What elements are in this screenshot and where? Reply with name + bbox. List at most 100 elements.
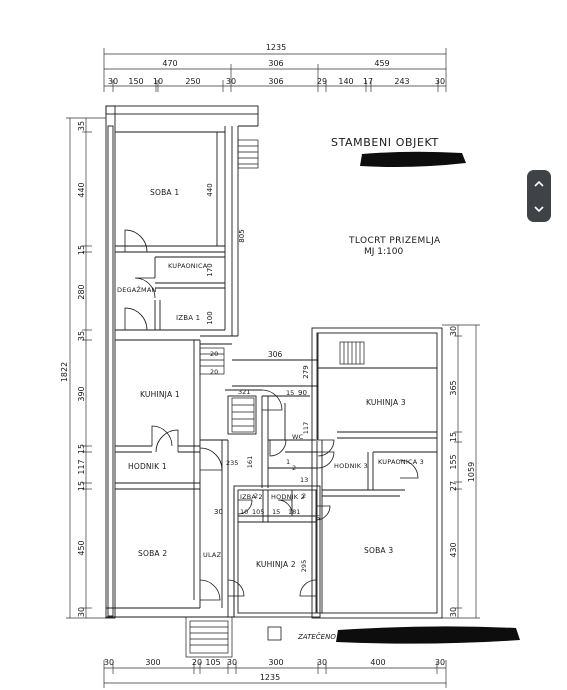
- dim-top-detail-1: 30: [108, 77, 118, 86]
- dim-top-total: 1235: [266, 43, 286, 52]
- dim-interior-30: 30: [214, 508, 223, 516]
- dim-interior-105: 105: [252, 508, 264, 516]
- dim-right-4: 155: [449, 454, 458, 469]
- dim-top-detail-11: 30: [435, 77, 445, 86]
- dim-interior-2a: 2: [254, 492, 258, 500]
- dim-top-detail-7: 29: [317, 77, 327, 86]
- dim-right-6: 430: [449, 542, 458, 557]
- legend-text: ZATEČENO: [297, 632, 336, 641]
- scroll-down-button[interactable]: [530, 199, 548, 219]
- dim-interior-805: 805: [238, 229, 246, 242]
- legend-redaction: [336, 626, 520, 644]
- room-label-soba1: SOBA 1: [150, 188, 179, 197]
- dim-right-5: 27: [449, 481, 458, 491]
- dim-bottom-7: 30: [317, 658, 327, 667]
- dim-interior-15: 15: [286, 389, 294, 397]
- room-label-soba2: SOBA 2: [138, 549, 167, 558]
- dim-left-7: 15: [77, 444, 86, 454]
- dim-left-2: 440: [77, 182, 86, 197]
- dim-left-3: 15: [77, 245, 86, 255]
- room-label-kupaonica: KUPAONICA: [168, 262, 208, 270]
- dim-left-1: 35: [77, 121, 86, 131]
- left-dimension-lines: [66, 117, 106, 619]
- bottom-dimension-lines: [103, 660, 447, 688]
- room-label-kuhinja2: KUHINJA 2: [256, 560, 296, 569]
- dim-interior-90: 90: [298, 389, 307, 397]
- room-label-hodnik1: HODNIK 1: [128, 462, 167, 471]
- dim-interior-20b: 20: [210, 368, 218, 376]
- dim-top-detail-3: 10: [153, 77, 163, 86]
- dim-top-detail-10: 243: [394, 77, 409, 86]
- dim-interior-295: 295: [300, 560, 308, 572]
- dim-left-5: 35: [77, 331, 86, 341]
- dim-interior-20a: 20: [210, 350, 218, 358]
- room-label-kuhinja3: KUHINJA 3: [366, 398, 406, 407]
- room-label-degazman: DEGAŽMAN: [117, 285, 157, 294]
- dim-bottom-3: 20: [192, 658, 202, 667]
- dim-top-seg-1: 470: [162, 59, 177, 68]
- dim-interior-170: 170: [206, 263, 214, 276]
- dim-interior-1: 1: [286, 458, 290, 466]
- top-dimension-lines: [103, 48, 447, 92]
- dim-interior-13: 13: [300, 476, 308, 484]
- dim-top-detail-9: 17: [363, 77, 373, 86]
- dim-interior-117: 117: [302, 422, 310, 434]
- dim-top-detail-5: 30: [226, 77, 236, 86]
- dim-interior-279: 279: [302, 365, 310, 378]
- walls: [105, 105, 443, 619]
- dim-left-11: 30: [77, 607, 86, 617]
- room-label-kupaonica3: KUPAONICA 3: [378, 458, 424, 466]
- room-label-wc: WC: [292, 433, 304, 441]
- dim-right-3: 15: [449, 432, 458, 442]
- scroll-up-button[interactable]: [530, 173, 548, 193]
- dim-bottom-8: 400: [370, 658, 385, 667]
- dim-bottom-4: 105: [205, 658, 220, 667]
- dim-bottom-2: 300: [145, 658, 160, 667]
- dim-interior-440: 440: [206, 183, 214, 196]
- room-label-hodnik2: HODNIK 2: [271, 493, 305, 501]
- dim-interior-5: 5: [316, 514, 320, 522]
- dim-left-10: 450: [77, 540, 86, 555]
- room-label-hodnik3: HODNIK 3: [334, 462, 368, 470]
- dim-top-detail-8: 140: [338, 77, 353, 86]
- dim-interior-161: 161: [246, 456, 254, 468]
- plan-title: TLOCRT PRIZEMLJA: [348, 236, 441, 246]
- dim-left-6: 390: [77, 386, 86, 401]
- doors: [124, 229, 419, 601]
- dim-interior-2c: 2: [292, 464, 296, 472]
- drawing-title: STAMBENI OBJEKT: [331, 136, 439, 149]
- right-dimension-lines: [442, 324, 480, 619]
- dim-top-detail-2: 150: [128, 77, 143, 86]
- dim-interior-10: 10: [240, 508, 248, 516]
- room-label-soba3: SOBA 3: [364, 546, 393, 555]
- dim-bottom-6: 300: [268, 658, 283, 667]
- legend-swatch: [267, 626, 282, 641]
- dim-interior-321: 321: [238, 388, 250, 396]
- dim-interior-306: 306: [268, 350, 283, 359]
- dim-right-1: 30: [449, 326, 458, 336]
- stairs: [185, 139, 365, 658]
- dim-top-detail-6: 306: [268, 77, 283, 86]
- room-label-kuhinja1: KUHINJA 1: [140, 390, 180, 399]
- chevron-up-icon: [534, 180, 544, 187]
- dim-right-2: 365: [449, 380, 458, 395]
- dim-interior-100: 100: [206, 311, 214, 324]
- dim-left-4: 280: [77, 284, 86, 299]
- dim-left-total: 1822: [60, 362, 69, 382]
- dim-interior-15b: 15: [272, 508, 280, 516]
- dim-left-9: 15: [77, 481, 86, 491]
- dim-left-8: 117: [77, 459, 86, 474]
- chevron-down-icon: [534, 205, 544, 212]
- dim-bottom-1: 30: [104, 658, 114, 667]
- plan-scale: MJ 1:100: [364, 247, 403, 257]
- dim-top-seg-2: 306: [268, 59, 283, 68]
- title-redaction: [360, 151, 466, 167]
- dim-bottom-5: 30: [227, 658, 237, 667]
- dim-bottom-9: 30: [435, 658, 445, 667]
- dim-top-detail-4: 250: [185, 77, 200, 86]
- room-label-izba2: IZBA 2: [240, 493, 263, 501]
- dim-right-7: 30: [449, 607, 458, 617]
- dim-interior-235: 235: [226, 459, 238, 467]
- dim-interior-2b: 2: [302, 492, 306, 500]
